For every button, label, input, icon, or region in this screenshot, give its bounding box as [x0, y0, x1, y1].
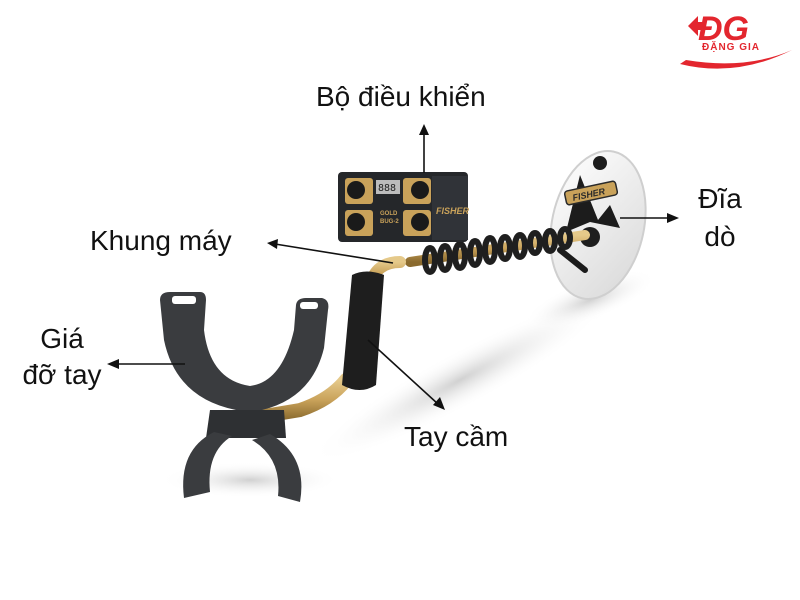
label-arm-rest: Giá đỡ tay: [14, 322, 110, 392]
arrow-handle-icon: [367, 339, 445, 410]
svg-text:BUG-2: BUG-2: [380, 219, 399, 225]
svg-text:FISHER: FISHER: [436, 206, 470, 216]
logo-monogram: ĐG: [698, 10, 749, 48]
label-control-box: Bộ điều khiển: [316, 81, 486, 112]
control-box: 888 GOLD BUG-2 FISHER: [338, 172, 470, 242]
search-coil: FISHER: [549, 150, 647, 300]
svg-text:888: 888: [378, 183, 396, 194]
brand-logo: ĐG ĐẶNG GIA: [676, 4, 796, 74]
arrow-arm-rest-icon: [107, 359, 185, 369]
label-arm-rest-line2: đỡ tay: [22, 359, 102, 390]
callout-arrows: [107, 124, 679, 410]
label-frame: Khung máy: [90, 225, 232, 256]
arrow-control-box-icon: [419, 124, 429, 173]
logo-brand-text: ĐẶNG GIA: [702, 42, 760, 53]
label-search-coil-line1: Đĩa: [698, 183, 742, 214]
handle-grip: [342, 271, 384, 390]
label-arm-rest-line1: Giá: [40, 323, 84, 354]
arrow-frame-icon: [267, 239, 394, 264]
svg-text:GOLD: GOLD: [380, 211, 398, 217]
arm-rest: [160, 292, 329, 502]
arrow-search-coil-icon: [620, 213, 679, 223]
logo-mark-icon: ĐG: [680, 10, 792, 69]
lower-shaft: [405, 226, 590, 275]
label-search-coil: Đĩa dò: [692, 182, 748, 254]
label-handle: Tay cầm: [404, 421, 509, 452]
label-search-coil-line2: dò: [704, 221, 736, 252]
